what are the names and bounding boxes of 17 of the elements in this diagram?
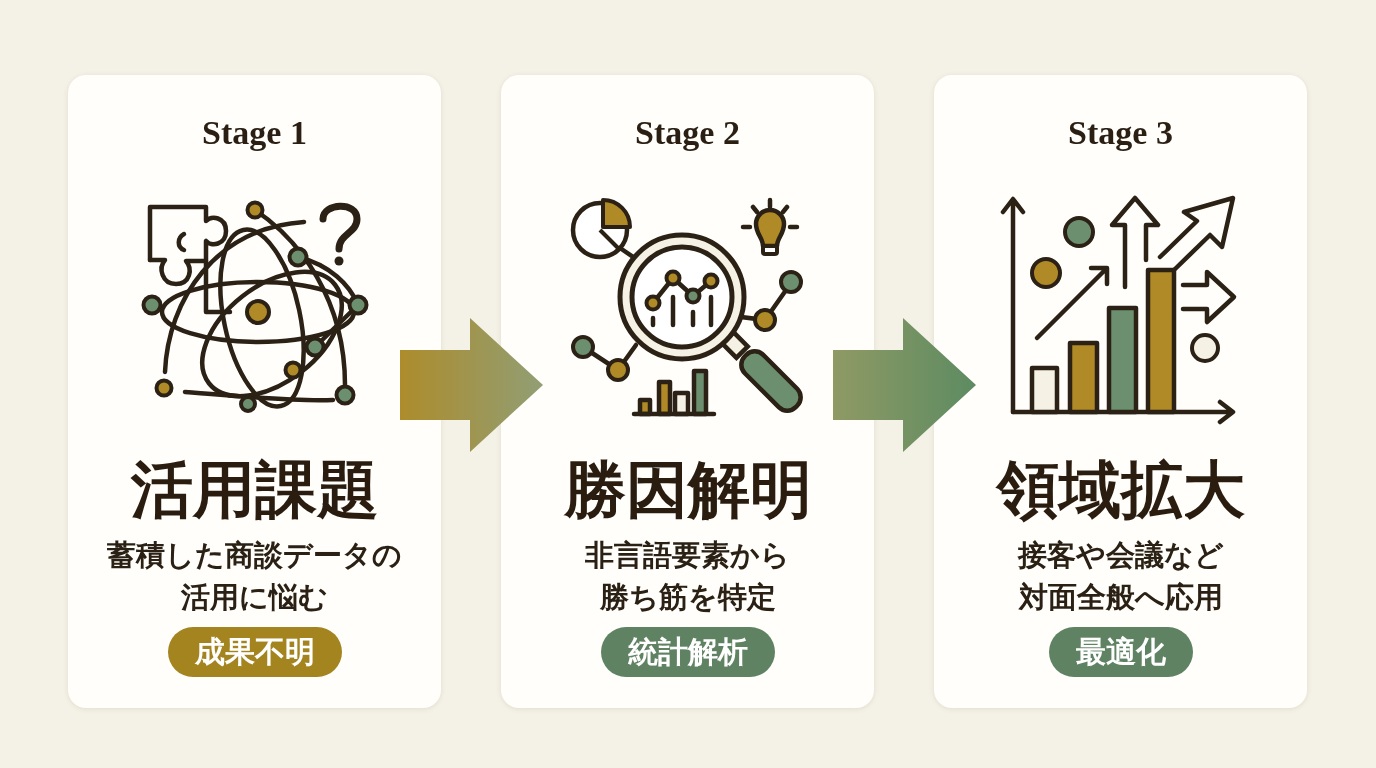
block-arrow	[400, 318, 543, 452]
status-pill: 統計解析	[600, 627, 775, 677]
stage-label: Stage 2	[635, 113, 740, 153]
block-arrow	[833, 318, 976, 452]
stage-label: Stage 3	[1068, 113, 1173, 153]
status-pill: 最適化	[1048, 627, 1193, 677]
stage-title: 勝因解明	[563, 455, 812, 525]
stage-description: 非言語要素から勝ち筋を特定	[584, 537, 791, 616]
stage-card	[934, 75, 1307, 708]
stage-description: 蓄積した商談データの活用に悩む	[106, 537, 403, 616]
stage-title: 活用課題	[130, 455, 379, 525]
stage-card	[501, 75, 874, 708]
status-pill: 成果不明	[167, 627, 342, 677]
stage-description: 接客や会議など対面全般へ応用	[1016, 537, 1225, 616]
stage-title: 領域拡大	[996, 455, 1245, 525]
stage-card	[68, 75, 441, 708]
stage-label: Stage 1	[202, 113, 307, 153]
